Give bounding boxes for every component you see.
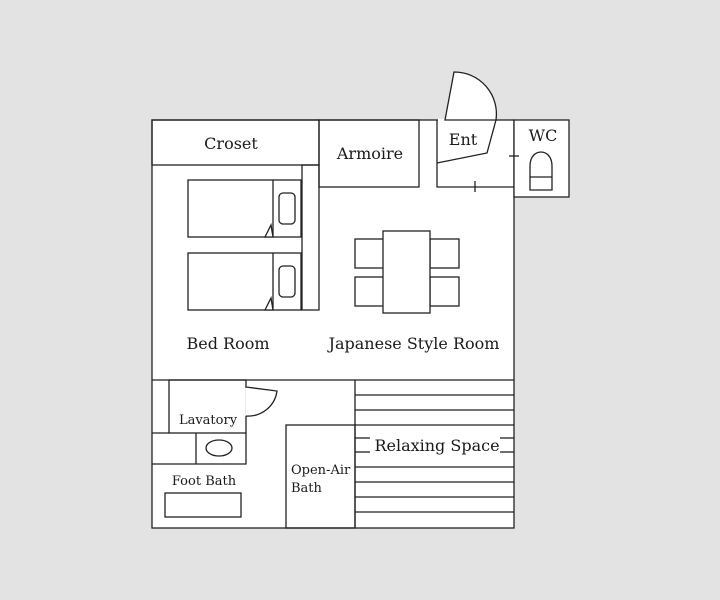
floor-cushion-icon <box>429 276 460 307</box>
bedroom-label: Bed Room <box>186 334 269 353</box>
toilet-icon <box>529 151 553 191</box>
low-table-icon <box>354 230 460 314</box>
bed-icon <box>187 252 302 311</box>
foot-bath-label: Foot Bath <box>172 474 237 489</box>
wc-label: WC <box>529 126 558 145</box>
entrance-wall <box>436 120 514 188</box>
sink-icon <box>205 439 233 457</box>
floor-cushion-icon <box>429 238 460 269</box>
door-swing-icon <box>245 386 278 417</box>
bedroom-partition <box>301 164 320 311</box>
lavatory-label: Lavatory <box>179 413 238 428</box>
foot-bath-tub <box>164 492 242 518</box>
japanese-room-label: Japanese Style Room <box>327 334 500 353</box>
open-air-bath-label: Open-Air <box>291 463 351 478</box>
open-air-bath-label-line2: Bath <box>291 481 323 496</box>
deck-slats <box>355 394 514 513</box>
relaxing-space-label: Relaxing Space <box>374 436 499 455</box>
door-swing-icon <box>436 71 498 164</box>
pillow-icon <box>278 192 296 225</box>
bed-icon <box>187 179 302 238</box>
closet-label: Croset <box>204 134 258 153</box>
pillow-icon <box>278 265 296 298</box>
entrance-label: Ent <box>449 130 478 149</box>
floor-cushion-icon <box>354 238 385 269</box>
armoire-area <box>318 119 420 188</box>
lavatory-counter <box>152 433 247 465</box>
armoire-label: Armoire <box>336 144 403 163</box>
floor-cushion-icon <box>354 276 385 307</box>
